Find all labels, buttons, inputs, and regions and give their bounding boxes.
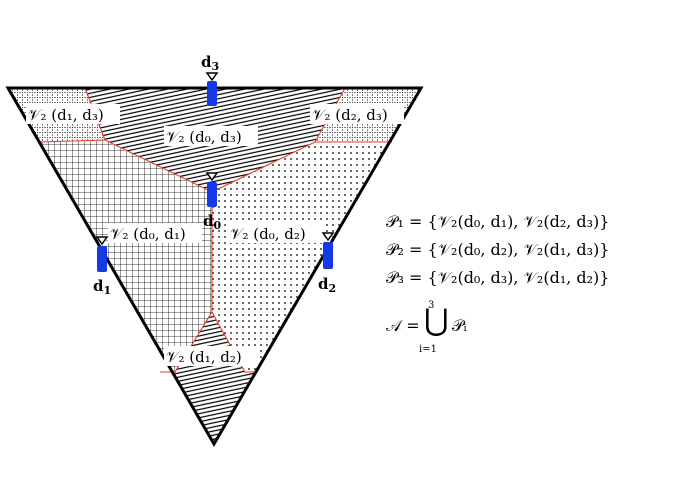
label-v-d0-d1: 𝒱₂ (d₀, d₁) (110, 225, 186, 243)
label-v-d0-d3: 𝒱₂ (d₀, d₃) (166, 128, 242, 146)
antenna-marker-icon (205, 72, 219, 82)
equation-a: 𝒜 = 3 ⋃ i=1 𝒫ᵢ (386, 300, 506, 364)
region-fills (8, 88, 421, 444)
label-v-d1-d3: 𝒱₂ (d₁, d₃) (28, 106, 104, 124)
antenna-marker-icon (95, 236, 109, 246)
region-d0-d2-fill (212, 142, 392, 372)
sensor-d0: d0 (203, 172, 222, 232)
label-v-d1-d2: 𝒱₂ (d₁, d₂) (166, 348, 242, 366)
sensor-d1: d1 (93, 236, 111, 297)
antenna-marker-icon (205, 172, 219, 182)
equation-p2: 𝒫₂ = {𝒱₂(d₀, d₂), 𝒱₂(d₁, d₃)} (386, 240, 610, 259)
region-labels: 𝒱₂ (d₁, d₃) 𝒱₂ (d₀, d₃) 𝒱₂ (d₂, d₃) 𝒱₂ (… (26, 104, 404, 366)
antenna-marker-icon (321, 232, 335, 242)
equation-a-union: ⋃ (424, 303, 449, 338)
equation-p1: 𝒫₁ = {𝒱₂(d₀, d₁), 𝒱₂(d₂, d₃)} (386, 212, 610, 231)
sensor-body (97, 246, 107, 272)
node-label-d1: d1 (93, 277, 111, 297)
equation-a-lower: i=1 (419, 344, 437, 355)
sensor-d3: d3 (201, 53, 219, 106)
equation-a-upper: 3 (428, 300, 435, 311)
sensor-body (207, 182, 217, 207)
equation-a-lhs: 𝒜 = (386, 316, 420, 335)
boundary-line (39, 139, 106, 143)
equation-a-rhs: 𝒫ᵢ (452, 316, 467, 335)
label-v-d2-d3: 𝒱₂ (d₂, d₃) (312, 106, 388, 124)
label-v-d0-d2: 𝒱₂ (d₀, d₂) (230, 225, 306, 243)
node-label-d3: d3 (201, 53, 219, 73)
equation-p3: 𝒫₃ = {𝒱₂(d₀, d₃), 𝒱₂(d₁, d₂)} (386, 268, 610, 287)
region-d0-d1-fill (40, 140, 212, 372)
sensor-d2: d2 (318, 232, 336, 295)
node-label-d0: d0 (203, 212, 222, 232)
boundary-line (160, 311, 213, 373)
sensor-body (207, 81, 217, 106)
node-label-d2: d2 (318, 275, 336, 295)
sensor-body (323, 242, 333, 269)
boundary-line (211, 311, 258, 373)
